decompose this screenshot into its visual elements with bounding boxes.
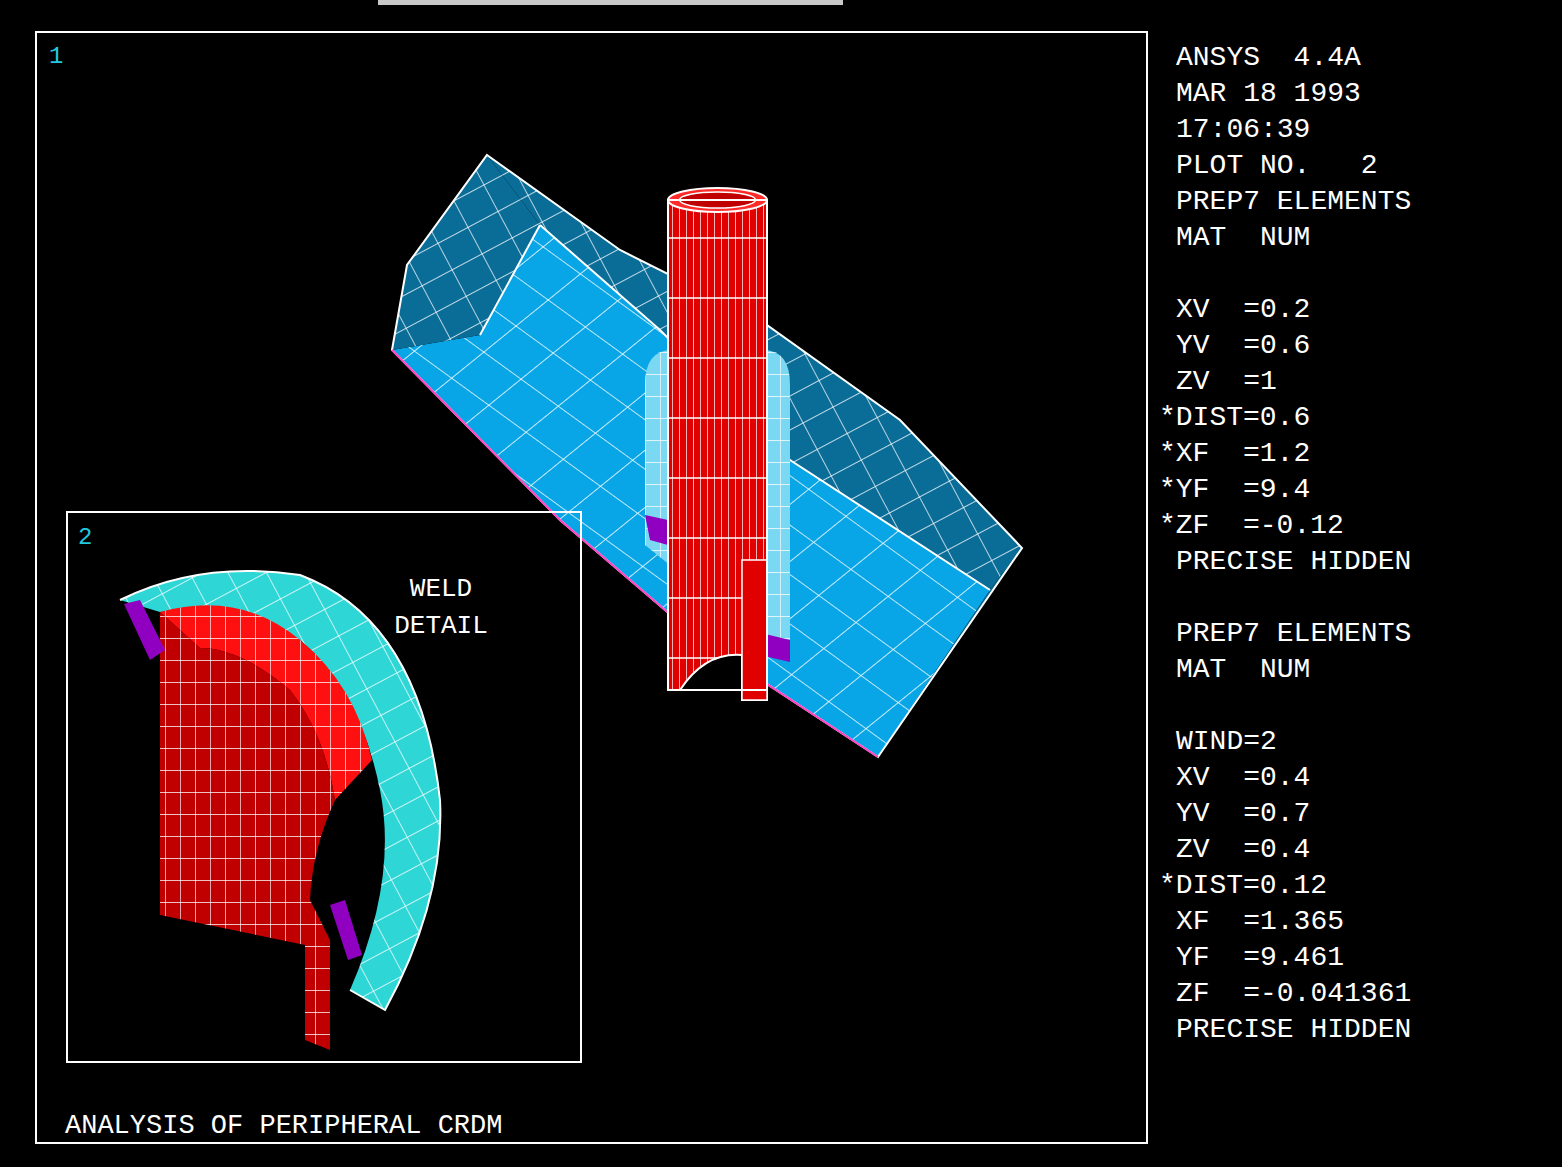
top-bar (378, 0, 843, 5)
plot-info-text: ZV =1 (1176, 365, 1277, 399)
plot-title: ANALYSIS OF PERIPHERAL CRDM (65, 1109, 502, 1143)
plot-info-text: *XF =1.2 (1159, 437, 1310, 471)
plot-info-text: PREP7 ELEMENTS (1176, 617, 1411, 651)
plot-info-text: MAT NUM (1176, 221, 1310, 255)
plot-info-text: MAR 18 1993 (1176, 77, 1361, 111)
plot-info-text: 17:06:39 (1176, 113, 1310, 147)
plot-info-text: *YF =9.4 (1159, 473, 1310, 507)
plot-info-text: *DIST=0.12 (1159, 869, 1327, 903)
plot-info-text: ZV =0.4 (1176, 833, 1310, 867)
weld-detail-drawing (120, 571, 440, 1050)
plot-info-text: MAT NUM (1176, 653, 1310, 687)
plot-info-text: YV =0.7 (1176, 797, 1310, 831)
vessel-head (392, 155, 1022, 757)
plot-info-text: XV =0.4 (1176, 761, 1310, 795)
plot-info-text: WIND=2 (1176, 725, 1277, 759)
plot-info-text: YV =0.6 (1176, 329, 1310, 363)
plot-info-text: PRECISE HIDDEN (1176, 1013, 1411, 1047)
plot-window: 1ANALYSIS OF PERIPHERAL CRDM 2WELD DETAIL (35, 31, 1148, 1144)
inset-window: 2WELD DETAIL (66, 511, 582, 1063)
plot-info-text: XF =1.365 (1176, 905, 1344, 939)
plot-info-text: ZF =-0.041361 (1176, 977, 1411, 1011)
plot-info-text: PREP7 ELEMENTS (1176, 185, 1411, 219)
plot-info-text: XV =0.2 (1176, 293, 1310, 327)
plot-info-text: PLOT NO. 2 (1176, 149, 1378, 183)
plot-info-text: ANSYS 4.4A (1176, 41, 1361, 75)
window-number: 1 (49, 40, 63, 74)
inset-title: WELD DETAIL (381, 571, 501, 645)
window-number: 2 (78, 521, 92, 555)
plot-info-text: *ZF =-0.12 (1159, 509, 1344, 543)
crdm-tube (668, 188, 767, 700)
plot-info-text: PRECISE HIDDEN (1176, 545, 1411, 579)
plot-info-text: YF =9.461 (1176, 941, 1344, 975)
plot-info-text: *DIST=0.6 (1159, 401, 1310, 435)
